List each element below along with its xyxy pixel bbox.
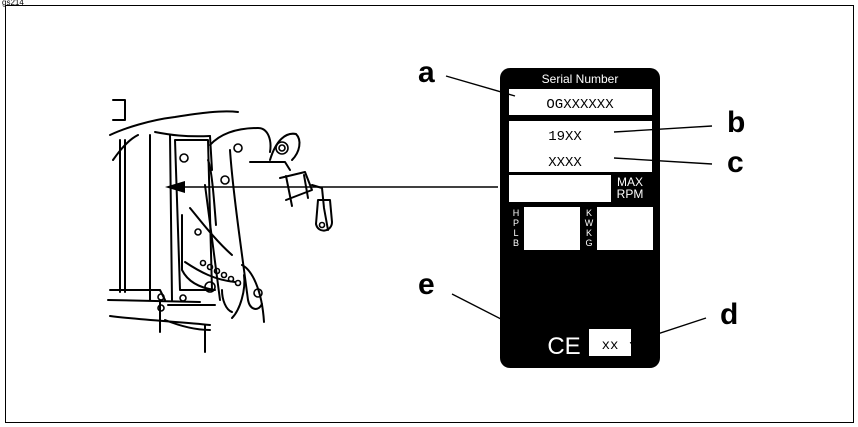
callout-d: d xyxy=(720,298,739,331)
ce-mark: CE xyxy=(547,333,580,360)
hp-letter: H xyxy=(513,208,520,218)
location-arrow xyxy=(165,181,498,193)
kw-letter: G xyxy=(585,238,592,248)
callout-e: e xyxy=(418,268,435,301)
leader-a xyxy=(445,75,516,97)
hp-letter: L xyxy=(513,228,518,238)
hp-letter: P xyxy=(513,218,519,228)
page-code: gs214 xyxy=(2,0,24,7)
max-label-line2: RPM xyxy=(617,187,644,201)
leader-e xyxy=(451,293,547,343)
kw-letter: W xyxy=(585,218,594,228)
figure-frame xyxy=(5,5,854,423)
leader-b xyxy=(613,125,713,133)
callout-a: a xyxy=(418,56,435,89)
motor-detail-circles xyxy=(157,141,326,312)
callout-leaders xyxy=(445,75,713,344)
leader-d xyxy=(629,317,707,344)
code-value: XXXX xyxy=(548,155,582,171)
serial-number-value: OGXXXXXX xyxy=(546,97,614,113)
kw-letter: K xyxy=(586,228,592,238)
outboard-motor-drawing xyxy=(107,99,333,353)
plate-header: Serial Number xyxy=(542,72,619,86)
kw-letter: K xyxy=(586,208,592,218)
weight-value: xx xyxy=(602,338,619,354)
leader-c xyxy=(613,157,713,165)
hp-letter: B xyxy=(513,238,519,248)
max-label-line1: MAX xyxy=(617,175,643,189)
serial-number-plate xyxy=(500,68,660,368)
year-value: 19XX xyxy=(548,129,582,145)
callout-c: c xyxy=(727,146,744,179)
callout-b: b xyxy=(727,106,746,139)
